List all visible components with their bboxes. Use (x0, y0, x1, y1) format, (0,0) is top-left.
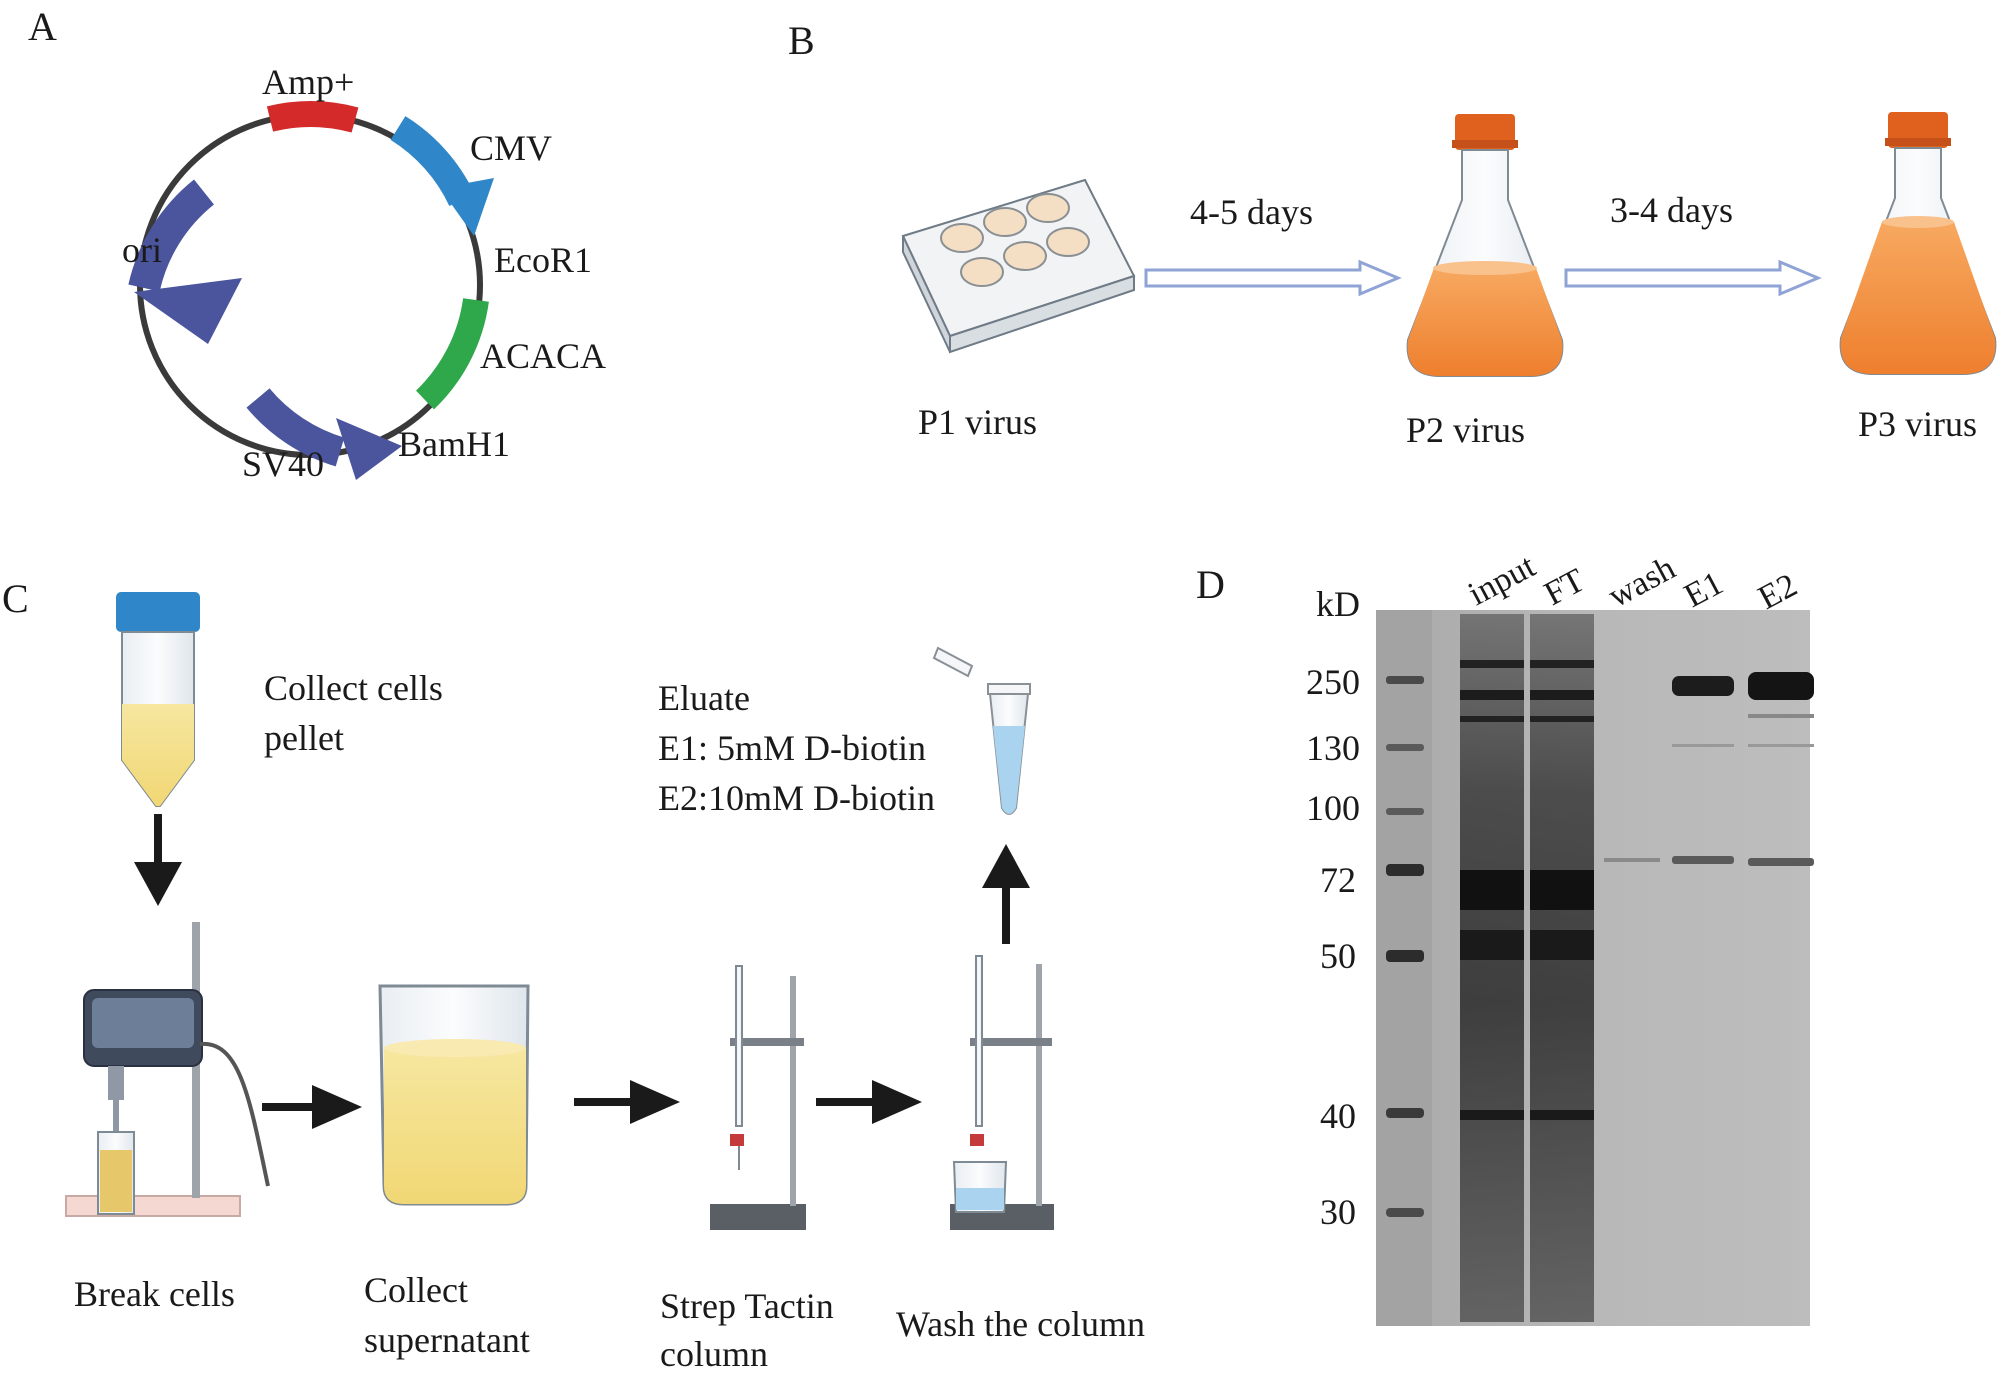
label-break-cells: Break cells (74, 1274, 235, 1314)
marker-30: 30 (1320, 1192, 1356, 1232)
marker-50: 50 (1320, 936, 1356, 976)
label-p3-virus: P3 virus (1858, 404, 1977, 444)
label-collect-cells: Collect cells (264, 668, 443, 708)
label-strep-tactin: Strep Tactin (660, 1286, 834, 1326)
panel-letter-a: A (28, 4, 57, 49)
label-ecor1: EcoR1 (494, 240, 592, 280)
arrow-right-2 (574, 1080, 680, 1124)
marker-100: 100 (1306, 788, 1360, 828)
ori-arrowhead (134, 278, 242, 344)
label-column: column (660, 1334, 768, 1374)
lane-label-wash: wash (1602, 550, 1681, 615)
label-supernatant: supernatant (364, 1320, 530, 1360)
label-sv40: SV40 (242, 444, 324, 484)
label-e1-condition: E1: 5mM D-biotin (658, 728, 926, 768)
strep-tactin-column-icon (710, 965, 806, 1230)
label-amp: Amp+ (262, 62, 354, 102)
panel-letter-c: C (2, 576, 29, 621)
gel-ladder-strip (1376, 610, 1432, 1326)
ori-segment (128, 179, 215, 292)
panel-letter-b: B (788, 18, 815, 63)
lane-label-ft: FT (1538, 562, 1591, 613)
marker-130: 130 (1306, 728, 1360, 768)
lane-wash (1604, 858, 1660, 862)
lane-label-input: input (1462, 547, 1542, 613)
flask-p2-icon (1406, 114, 1564, 377)
label-bamh1: BamH1 (398, 424, 510, 464)
label-p1-virus: P1 virus (918, 402, 1037, 442)
arrow-right-3 (816, 1080, 922, 1124)
label-collect: Collect (364, 1270, 468, 1310)
sv40-segment (246, 388, 345, 467)
lane-label-e1: E1 (1678, 565, 1729, 615)
six-well-plate-icon (901, 178, 1136, 354)
label-kd: kD (1316, 584, 1360, 624)
lane-e1 (1672, 676, 1734, 864)
label-3-4-days: 3-4 days (1610, 190, 1733, 230)
lane-ft (1530, 614, 1594, 1322)
arrow-right-1 (262, 1085, 362, 1129)
label-wash-column: Wash the column (896, 1304, 1145, 1344)
panel-letter-d: D (1196, 562, 1225, 607)
cmv-arrowhead (440, 178, 494, 236)
sv40-arrowhead (336, 418, 402, 480)
label-acaca: ACACA (480, 336, 606, 376)
label-p2-virus: P2 virus (1406, 410, 1525, 450)
beaker-icon (378, 984, 530, 1206)
label-e2-condition: E2:10mM D-biotin (658, 778, 935, 818)
eppendorf-tube-icon (932, 646, 1031, 815)
wash-column-icon (950, 955, 1054, 1230)
marker-250: 250 (1306, 662, 1360, 702)
label-ori: ori (122, 230, 162, 270)
arrow-up (982, 844, 1030, 944)
amp-resistance-segment (266, 101, 359, 133)
ladder-bands (1386, 676, 1424, 1217)
panel-a: A Amp+ CMV EcoR1 ACACA BamH1 SV40 ori (28, 4, 606, 484)
sonicator-icon (65, 922, 270, 1217)
panel-b: B P1 virus 4-5 days P2 virus (788, 18, 1997, 450)
panel-d: D kD (1196, 547, 1814, 1326)
marker-40: 40 (1320, 1096, 1356, 1136)
falcon-tube-icon (116, 592, 200, 807)
flask-p3-icon (1839, 112, 1997, 375)
arrow-p1-to-p2 (1144, 259, 1402, 297)
lane-input (1460, 614, 1524, 1322)
lane-label-e2: E2 (1752, 567, 1803, 617)
panel-c: C Collect cells pellet Break cells (2, 576, 1145, 1374)
label-cmv: CMV (470, 128, 552, 168)
arrow-p2-to-p3 (1564, 259, 1822, 297)
lane-e2 (1748, 672, 1814, 866)
label-eluate: Eluate (658, 678, 750, 718)
acaca-insert-segment (415, 297, 489, 410)
label-pellet: pellet (264, 718, 344, 758)
marker-72: 72 (1320, 860, 1356, 900)
label-4-5-days: 4-5 days (1190, 192, 1313, 232)
arrow-down (134, 814, 182, 906)
